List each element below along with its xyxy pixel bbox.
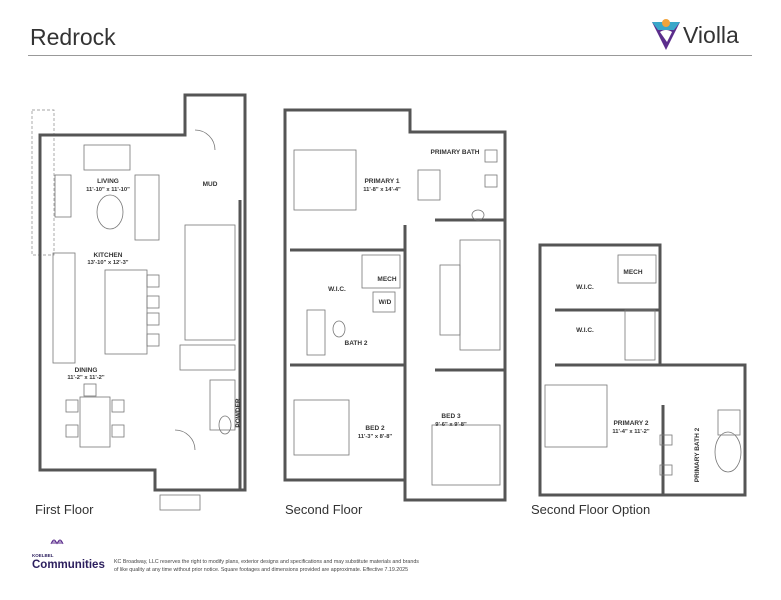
disclaimer: KC Broadway, LLC reserves the right to m… [114, 558, 474, 574]
room-label-kitchen: KITCHEN [94, 252, 123, 259]
floor-label-second: Second Floor [285, 502, 363, 517]
footer-brand-small: KOELBEL [32, 553, 54, 558]
first-floor-plan: LIVING 11'-10" x 11'-10" MUD KITCHEN 13'… [31, 93, 247, 511]
room-dims-primary-2: 11'-4" x 11'-2" [612, 429, 650, 435]
page-title: Redrock [30, 24, 116, 50]
room-label-wic: W.I.C. [328, 286, 346, 293]
room-label-option-wic-2: W.I.C. [576, 327, 594, 334]
room-label-primary-1: PRIMARY 1 [364, 178, 399, 185]
room-dims-living: 11'-10" x 11'-10" [86, 187, 130, 193]
room-label-primary-2: PRIMARY 2 [613, 420, 648, 427]
room-label-powder: POWDER [235, 398, 242, 428]
room-label-primary-bath: PRIMARY BATH [431, 149, 480, 156]
room-label-mud: MUD [203, 181, 218, 188]
second-floor-plan: PRIMARY 1 11'-8" x 14'-4" PRIMARY BATH M… [283, 108, 507, 502]
disclaimer-line-2: of like quality at any time without prio… [114, 567, 409, 573]
room-dims-bed-2: 11'-3" x 8'-8" [358, 434, 393, 440]
room-label-wd: W/D [379, 299, 392, 306]
room-dims-bed-3: 9'-6" x 9'-8" [435, 422, 467, 428]
floor-label-first: First Floor [35, 502, 94, 517]
brand-name: Violla [683, 22, 739, 48]
room-label-dining: DINING [75, 367, 98, 374]
room-dims-dining: 11'-2" x 11'-2" [67, 375, 105, 381]
room-label-bed-2: BED 2 [365, 425, 385, 432]
room-label-bath-2: BATH 2 [345, 340, 368, 347]
header-divider [28, 55, 752, 56]
disclaimer-line-1: KC Broadway, LLC reserves the right to m… [114, 559, 419, 565]
room-label-primary-bath-2: PRIMARY BATH 2 [694, 427, 701, 482]
room-label-mech: MECH [377, 276, 396, 283]
room-label-option-wic-1: W.I.C. [576, 284, 594, 291]
room-dims-primary-1: 11'-8" x 14'-4" [363, 187, 401, 193]
room-label-living: LIVING [97, 178, 119, 185]
koelbel-logo-icon [50, 539, 64, 545]
violla-logo [652, 19, 680, 50]
room-label-option-mech: MECH [623, 269, 642, 276]
room-label-bed-3: BED 3 [441, 413, 461, 420]
second-floor-option-plan: MECH W.I.C. W.I.C. PRIMARY 2 11'-4" x 11… [538, 243, 747, 497]
floor-label-second-option: Second Floor Option [531, 502, 651, 517]
footer-brand: Communities [32, 559, 105, 571]
room-dims-kitchen: 13'-10" x 12'-3" [87, 260, 128, 266]
